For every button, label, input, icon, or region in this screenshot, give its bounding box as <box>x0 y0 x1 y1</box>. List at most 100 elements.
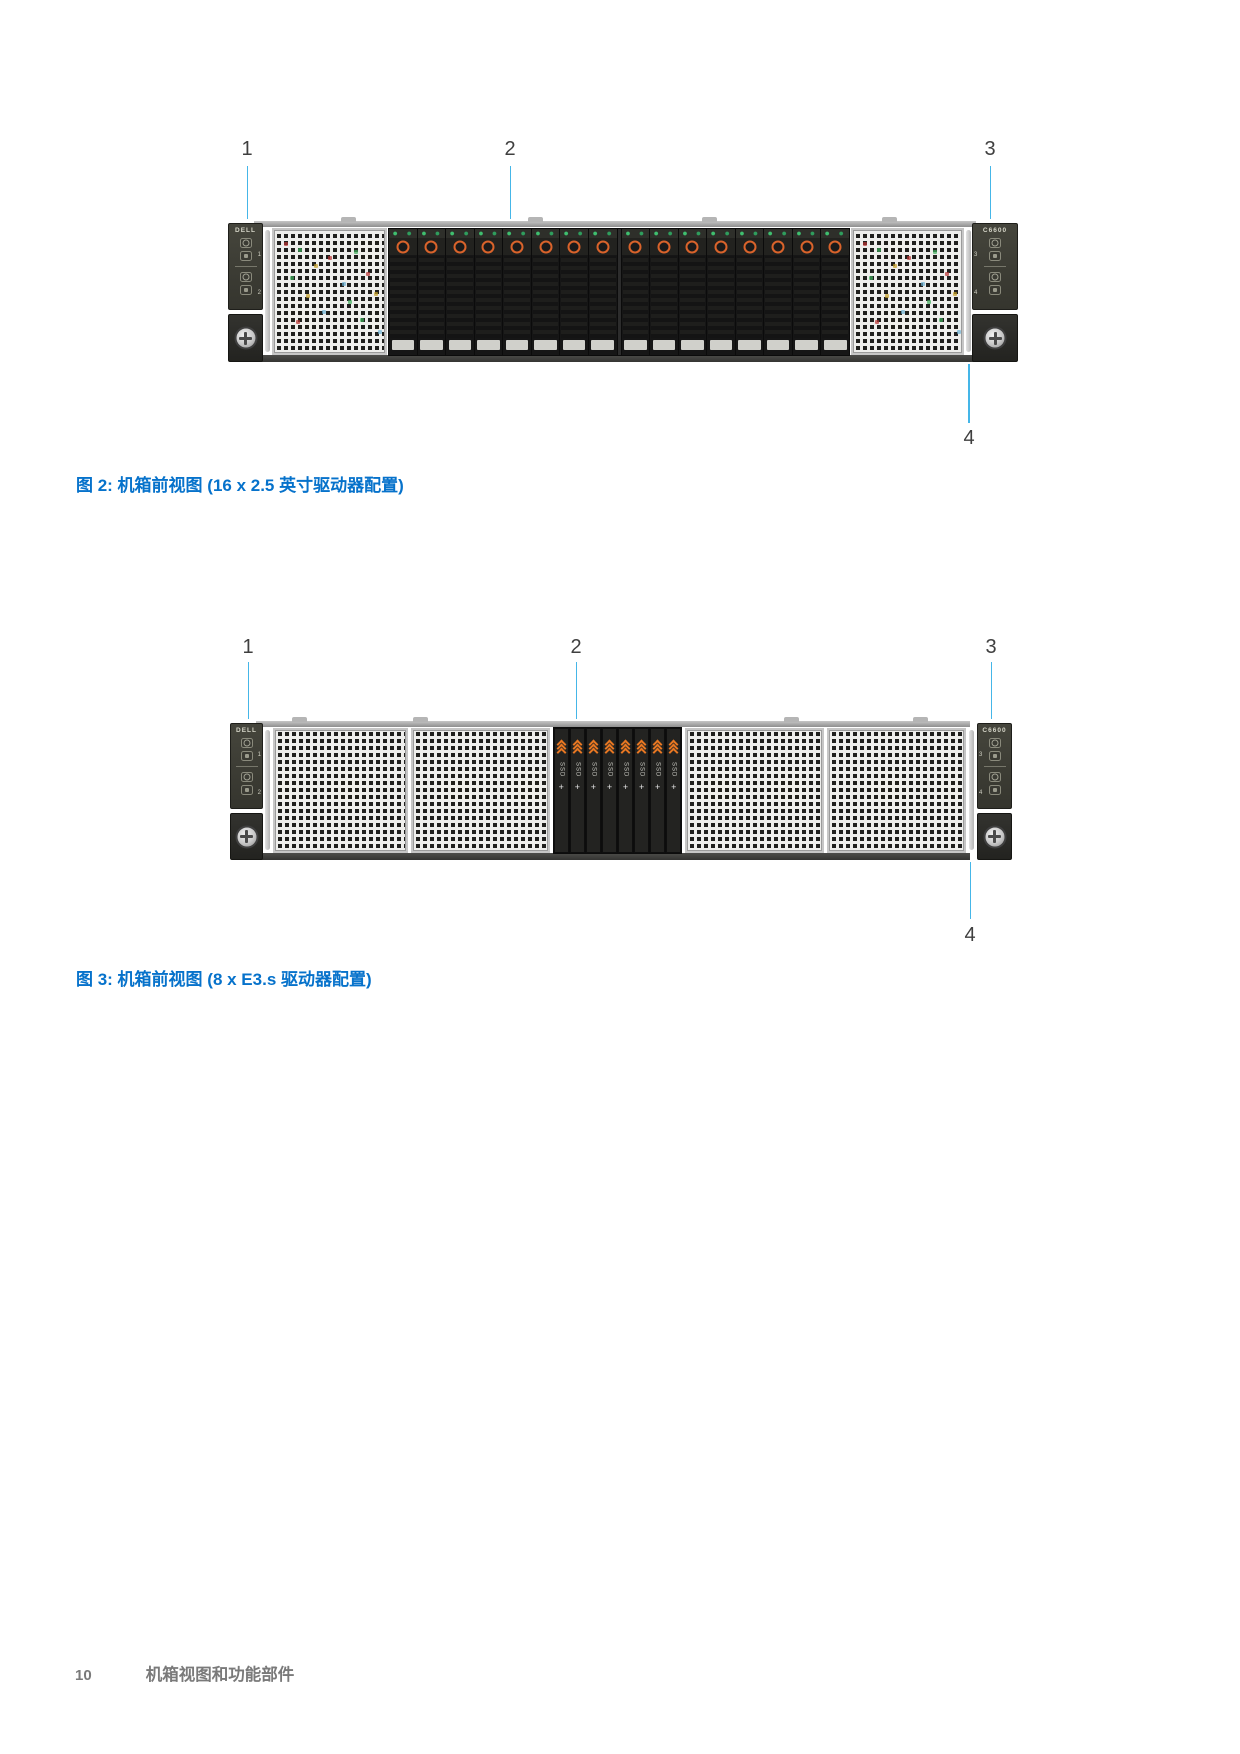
drive-2-5 <box>531 229 560 355</box>
ear-latch-block <box>977 813 1012 860</box>
plus-icon: + <box>655 782 661 793</box>
drive-latch-icon <box>588 238 617 255</box>
thumbscrew-icon <box>235 825 258 849</box>
drive-latch-icon <box>821 238 849 255</box>
footer-title: 机箱视图和功能部件 <box>145 1666 295 1684</box>
drive-label <box>652 340 676 350</box>
ssd-label: SSD <box>638 762 645 778</box>
drive-latch-icon <box>474 238 503 255</box>
drive-2-5 <box>560 229 588 355</box>
drive-led-icon <box>792 229 821 238</box>
mesh-panel-3 <box>685 728 824 853</box>
mesh-panel-right <box>851 228 964 355</box>
drive-label <box>681 340 704 350</box>
mount-tab-icon <box>784 717 800 722</box>
ssd-label: SSD <box>590 762 597 778</box>
node-digit: 3 <box>979 752 983 758</box>
node-digit: 4 <box>979 790 983 796</box>
drive-label <box>709 340 733 350</box>
divider <box>235 766 258 767</box>
identify-button-icon <box>240 785 253 795</box>
identify-button-icon <box>988 751 1001 761</box>
drive-latch-icon <box>621 238 650 255</box>
drive-led-icon <box>531 229 560 238</box>
power-button-icon <box>988 738 1001 748</box>
drive-body <box>765 256 791 338</box>
left-control-panel: DELL 1 2 <box>230 723 263 809</box>
drive-label <box>448 340 472 350</box>
identify-button-icon <box>988 785 1001 795</box>
control-buttons: 3 4 <box>973 238 1017 296</box>
ssd-label: SSD <box>654 762 661 778</box>
drive-led-icon <box>417 229 446 238</box>
power-button-icon <box>989 272 1001 282</box>
node-digit: 4 <box>974 290 978 296</box>
drive-label <box>766 340 790 350</box>
callout-4: 4 <box>964 924 976 946</box>
mount-tab-icon <box>701 217 717 222</box>
node-digit: 2 <box>257 290 261 296</box>
drive-latch-icon <box>560 238 588 255</box>
drive-latch-icon <box>707 238 735 255</box>
divider <box>984 266 1006 267</box>
node-digit: 3 <box>974 252 978 258</box>
bezel-handle <box>969 730 974 850</box>
drive-e3s: SSD + <box>586 728 601 853</box>
identify-button-icon <box>989 251 1001 261</box>
callout-1: 1 <box>241 138 253 160</box>
callout-2: 2 <box>504 138 516 160</box>
mount-tab-icon <box>413 717 429 722</box>
right-control-panel: C6600 3 4 <box>972 223 1018 310</box>
drive-body <box>736 256 763 338</box>
drive-label <box>534 340 557 350</box>
callout-3: 3 <box>984 138 996 160</box>
drive-2-5 <box>621 229 650 355</box>
control-buttons: 3 4 <box>978 738 1011 796</box>
drive-led-icon <box>389 229 417 238</box>
plus-icon: + <box>606 782 613 793</box>
chevron-latch-icon <box>620 739 631 758</box>
mesh-panel-4 <box>827 728 966 853</box>
node-digit: 1 <box>257 752 261 758</box>
mount-tab-icon <box>340 217 356 222</box>
page-number: 10 <box>75 1667 92 1684</box>
drive-2-5 <box>707 229 735 355</box>
drive-body <box>822 256 848 338</box>
chevron-latch-icon <box>556 739 567 758</box>
identify-button-icon <box>240 751 253 761</box>
drive-2-5 <box>474 229 503 355</box>
drive-e3s: SSD+ <box>634 728 649 853</box>
plus-icon: + <box>622 782 629 793</box>
drive-led-icon <box>678 229 707 238</box>
chassis-top-rail <box>256 717 970 727</box>
bezel-handle <box>265 230 270 352</box>
drive-label <box>823 340 847 350</box>
drive-led-icon <box>821 229 849 238</box>
plus-icon: + <box>590 782 597 793</box>
power-button-icon <box>240 772 253 782</box>
drive-label <box>624 340 647 350</box>
drive-e3s: SSD+ <box>618 728 633 853</box>
leader-line-1 <box>247 662 249 719</box>
drive-label <box>420 340 443 350</box>
divider <box>234 266 257 267</box>
control-buttons: 1 2 <box>229 238 262 296</box>
bezel-handle <box>265 730 270 850</box>
drive-latch-icon <box>531 238 560 255</box>
drive-body <box>679 256 706 338</box>
leader-line-2 <box>509 166 511 219</box>
power-button-icon <box>240 738 253 748</box>
drive-2-5 <box>389 229 417 355</box>
drive-body <box>475 256 502 338</box>
drive-e3s: SSD+ <box>570 728 585 853</box>
chevron-latch-icon <box>652 739 663 758</box>
leader-line-4 <box>969 862 971 919</box>
identify-button-icon <box>239 251 252 261</box>
right-control-panel: C6600 3 4 <box>977 723 1012 809</box>
drive-latch-icon <box>503 238 531 255</box>
drive-led-icon <box>764 229 792 238</box>
drive-body <box>561 256 587 338</box>
drive-label <box>738 340 761 350</box>
mesh-panel-1 <box>273 728 408 853</box>
